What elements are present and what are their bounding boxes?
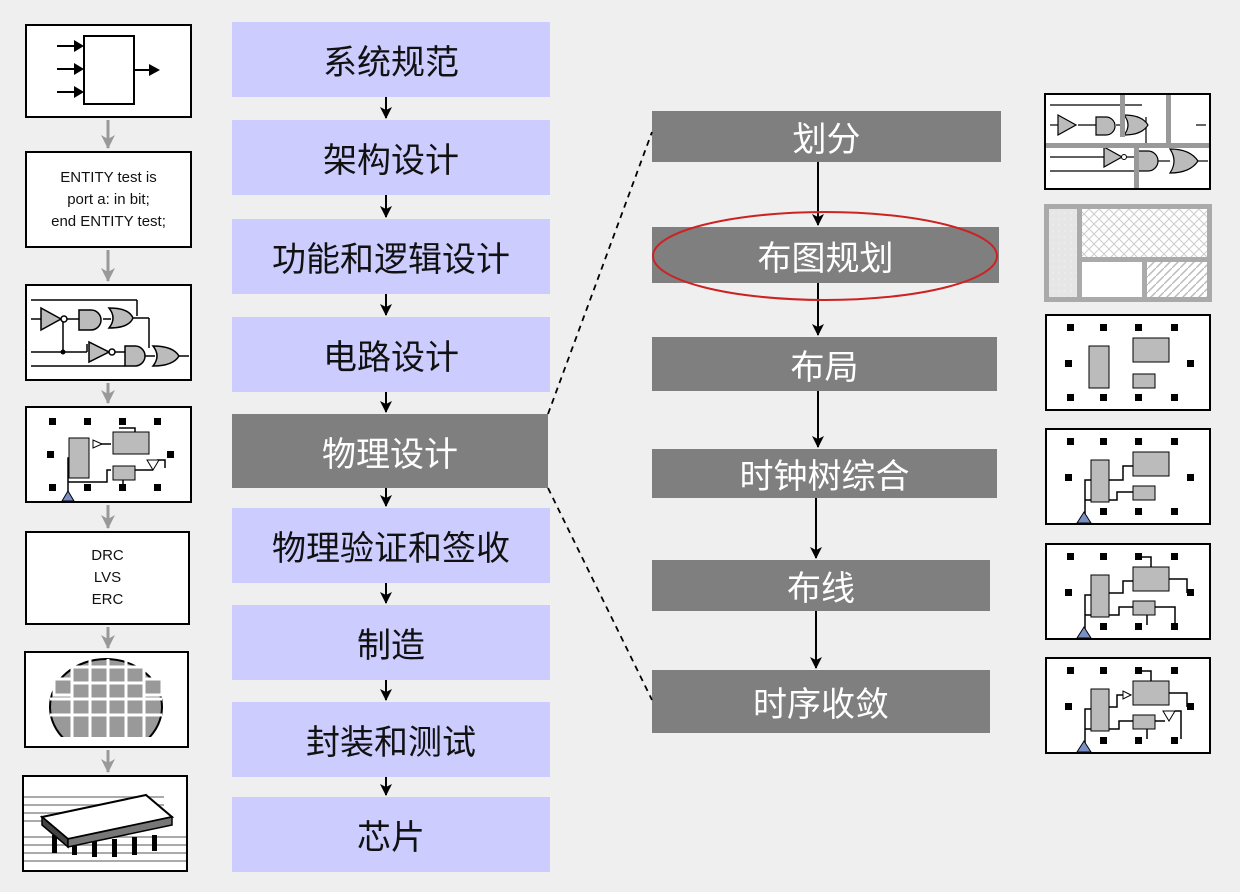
rtl-code-line-1: ENTITY test is — [60, 168, 157, 186]
substep-clock-tree-synthesis[interactable]: 时钟树综合 — [652, 449, 997, 498]
step-circuit-design-label: 电路设计 — [323, 338, 459, 378]
step-functional-logic-design[interactable]: 功能和逻辑设计 — [232, 219, 550, 294]
substep-routing[interactable]: 布线 — [652, 560, 990, 611]
substep-floorplanning-label: 布图规划 — [757, 238, 894, 279]
step-functional-logic-design-label: 功能和逻辑设计 — [272, 240, 510, 280]
rtl-code-box: ENTITY test is port a: in bit; end ENTIT… — [25, 151, 192, 248]
substep-timing-closure[interactable]: 时序收敛 — [652, 670, 990, 733]
step-circuit-design[interactable]: 电路设计 — [232, 317, 550, 392]
rtl-code-line-3: end ENTITY test; — [51, 212, 166, 230]
step-chip[interactable]: 芯片 — [232, 797, 550, 872]
substep-partitioning[interactable]: 划分 — [652, 111, 1001, 162]
floorplan-icon — [1044, 204, 1212, 302]
step-packaging-testing-label: 封装和测试 — [306, 723, 476, 763]
substep-placement-label: 布局 — [790, 347, 859, 388]
verification-erc: ERC — [91, 591, 124, 608]
step-chip-label: 芯片 — [357, 818, 425, 858]
step-manufacturing-label: 制造 — [357, 626, 425, 666]
step-architecture-design-label: 架构设计 — [323, 141, 459, 181]
packaged-chip-icon — [22, 775, 188, 872]
physical-verification-box: DRC LVS ERC — [25, 531, 190, 625]
step-manufacturing[interactable]: 制造 — [232, 605, 550, 680]
substep-partitioning-label: 划分 — [792, 120, 861, 160]
rtl-code-line-2: port a: in bit; — [67, 190, 150, 208]
placement-icon — [1045, 314, 1211, 411]
step-physical-design[interactable]: 物理设计 — [232, 414, 548, 488]
step-physical-design-label: 物理设计 — [322, 434, 458, 475]
partition-schematic-icon — [1044, 93, 1211, 190]
block-symbol-icon — [25, 24, 192, 118]
verification-lvs: LVS — [93, 569, 122, 586]
layout-with-clock-tree-icon — [25, 406, 192, 503]
step-system-spec-label: 系统规范 — [323, 43, 459, 83]
substep-timing-closure-label: 时序收敛 — [753, 685, 889, 725]
routed-layout-icon — [1045, 543, 1211, 640]
step-physical-verification-signoff[interactable]: 物理验证和签收 — [232, 508, 550, 583]
cts-layout-icon — [1045, 428, 1211, 525]
substep-routing-label: 布线 — [787, 569, 855, 609]
expand-line-bottom — [547, 487, 653, 701]
timing-closed-layout-icon — [1045, 657, 1211, 754]
step-physical-verification-signoff-label: 物理验证和签收 — [272, 529, 510, 569]
substep-floorplanning[interactable]: 布图规划 — [652, 227, 999, 283]
verification-drc: DRC — [91, 547, 124, 564]
wafer-icon — [24, 651, 189, 748]
logic-gates-schematic-icon — [25, 284, 192, 381]
step-system-spec[interactable]: 系统规范 — [232, 22, 550, 97]
step-packaging-testing[interactable]: 封装和测试 — [232, 702, 550, 777]
substep-clock-tree-synthesis-label: 时钟树综合 — [739, 457, 910, 497]
expand-line-top — [547, 131, 653, 415]
substep-placement[interactable]: 布局 — [652, 337, 997, 391]
step-architecture-design[interactable]: 架构设计 — [232, 120, 550, 195]
